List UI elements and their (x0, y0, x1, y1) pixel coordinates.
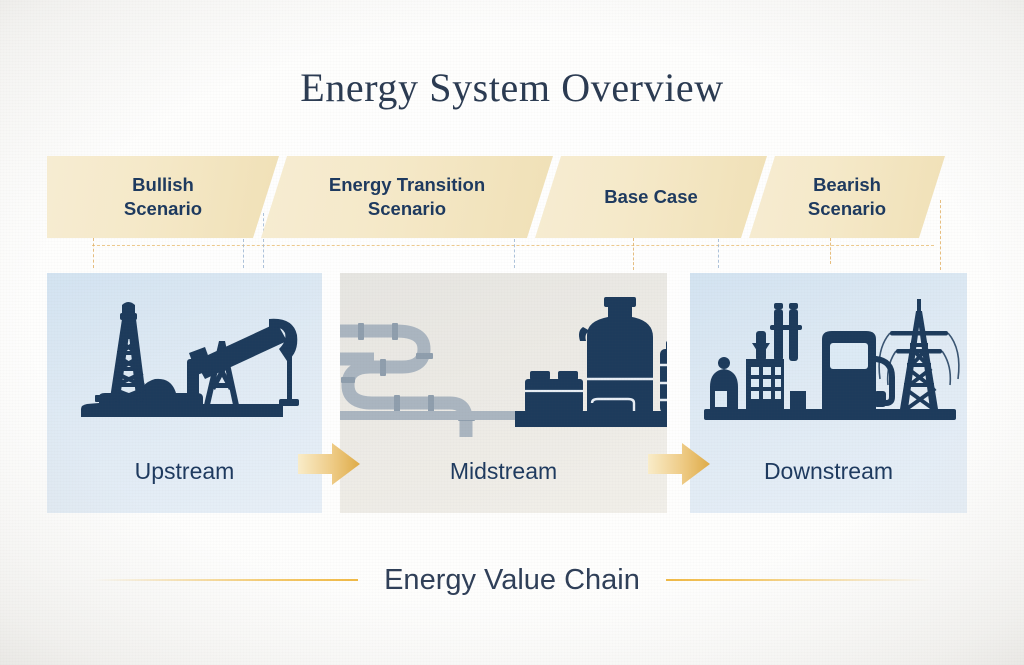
scenario-label-line2: Scenario (807, 198, 887, 219)
scenario-banner-bearish[interactable]: Bearish Scenario (749, 156, 945, 238)
connector-vertical-blue-3 (514, 213, 515, 268)
refinery-fuel-pump-power-tower-icon (690, 287, 967, 449)
stage-panel-upstream[interactable]: Upstream (47, 273, 322, 513)
stage-label-downstream: Downstream (763, 458, 894, 484)
connector-vertical-blue-2 (263, 213, 264, 268)
banner-shape (749, 156, 945, 238)
oil-derrick-pumpjack-icon (47, 287, 322, 449)
connector-horizontal-dashed (92, 245, 934, 246)
stage-panel-downstream[interactable]: Downstream (690, 273, 967, 513)
connector-vertical-blue-4 (718, 213, 719, 268)
scenario-banner-base-case[interactable]: Base Case (535, 156, 767, 238)
scenario-label-line2: Scenario (367, 198, 447, 219)
scenario-label-line1: Base Case (604, 185, 698, 207)
connector-vertical-blue-1 (243, 213, 244, 268)
connector-vertical-orange-1 (93, 238, 94, 268)
footer-rule-right (665, 579, 931, 581)
stage-label-midstream: Midstream (449, 458, 558, 484)
connector-vertical-orange-3 (830, 238, 831, 264)
footer-caption: Energy Value Chain (384, 563, 640, 596)
scenario-banner-label: Base Case (598, 185, 704, 209)
footer-rule-left (93, 579, 359, 581)
scenario-banner-bullish[interactable]: Bullish Scenario (47, 156, 279, 238)
footer-caption-group: Energy Value Chain (0, 556, 1024, 604)
scenario-label-line1: Bullish (132, 173, 194, 195)
arrow-upstream-to-midstream (298, 440, 360, 488)
banner-shape (47, 156, 279, 238)
arrow-midstream-to-downstream (648, 440, 710, 488)
scenario-banner-strip: Bullish Scenario Energy Transition Scena… (47, 156, 945, 238)
scenario-banner-label: Bearish Scenario (802, 173, 892, 222)
pipeline-storage-tank-icon (340, 287, 667, 449)
connector-vertical-orange-2 (633, 238, 634, 270)
scenario-label-line1: Energy Transition (328, 173, 486, 195)
stage-panel-midstream[interactable]: Midstream (340, 273, 667, 513)
stage-label-upstream: Upstream (134, 458, 235, 484)
scenario-banner-label: Bullish Scenario (118, 173, 208, 222)
banner-shape (261, 156, 553, 238)
connector-vertical-orange-4 (940, 200, 941, 270)
scenario-banner-label: Energy Transition Scenario (323, 173, 491, 222)
page-title: Energy System Overview (300, 65, 724, 110)
scenario-label-line1: Bearish (813, 173, 881, 195)
scenario-banner-energy-transition[interactable]: Energy Transition Scenario (261, 156, 553, 238)
scenario-label-line2: Scenario (123, 198, 203, 219)
banner-shape (535, 156, 767, 238)
